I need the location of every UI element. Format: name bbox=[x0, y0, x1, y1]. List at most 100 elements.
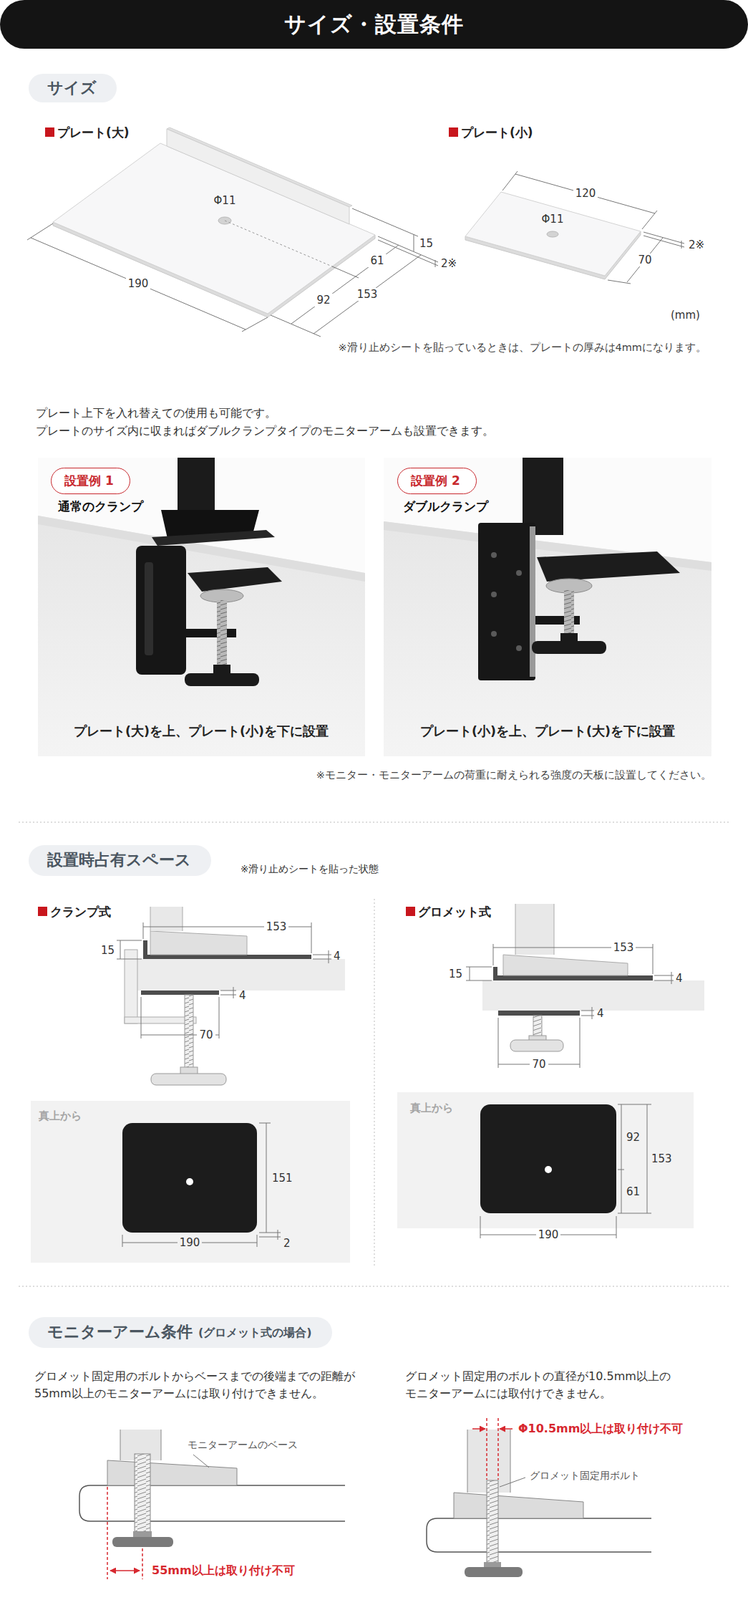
label-holder: グロメット固定用のボルトからベースまでの後端までの距離が 55mm以上のモニター… bbox=[34, 1367, 358, 1402]
dimension-label: 190 bbox=[536, 1227, 562, 1241]
dimension-line bbox=[220, 994, 237, 995]
top-view-clamp bbox=[186, 1177, 194, 1185]
label-holder: モニターアームのベース bbox=[187, 1438, 298, 1451]
view-label: 真上から bbox=[410, 1100, 454, 1115]
clamp-section bbox=[124, 906, 346, 1085]
clamp-photo bbox=[177, 457, 215, 515]
part-name: プレート(小) bbox=[460, 125, 534, 140]
clamp-section bbox=[137, 958, 346, 990]
double-clamp-photo bbox=[531, 640, 607, 654]
dimension-label: 15 bbox=[419, 236, 434, 250]
clamp-section bbox=[141, 989, 220, 995]
dimension-line bbox=[116, 921, 332, 1038]
grommet-section bbox=[493, 966, 498, 980]
bullet-square bbox=[448, 127, 459, 137]
note-text: ※滑り止めシートを貼った状態 bbox=[240, 862, 379, 874]
dimension-line bbox=[313, 254, 421, 334]
grommet-bolt-illustration bbox=[472, 1427, 486, 1429]
label-holder: プレート(小) bbox=[460, 125, 534, 140]
dimension-label: 153 bbox=[355, 287, 381, 301]
label-holder: 15 bbox=[100, 943, 115, 957]
section-pill: サイズ bbox=[28, 73, 117, 103]
dimension-label: Φ11 bbox=[541, 212, 565, 226]
view-label: 真上から bbox=[38, 1108, 82, 1123]
small-plate bbox=[465, 191, 641, 276]
grommet-section bbox=[510, 1039, 564, 1051]
label-holder: プレート上下を入れ替えての使用も可能です。 bbox=[35, 405, 277, 420]
dimension-line bbox=[143, 921, 144, 939]
clamp-section bbox=[184, 994, 194, 1068]
dimension-line bbox=[219, 996, 220, 1038]
double-clamp-photo bbox=[491, 551, 497, 558]
arm-base-illustration bbox=[79, 1484, 346, 1521]
dimension-line bbox=[122, 1122, 281, 1247]
top-view-grommet bbox=[544, 1165, 552, 1173]
label-holder: 61 bbox=[626, 1184, 640, 1198]
label-holder: 92 bbox=[626, 1130, 640, 1144]
grommet-section bbox=[533, 1014, 542, 1037]
warning-label: Φ10.5mm以上は取り付け不可 bbox=[518, 1420, 683, 1435]
dimension-line bbox=[465, 979, 492, 981]
body-text: グロメット固定用のボルトからベースまでの後端までの距離が 55mm以上のモニター… bbox=[34, 1367, 358, 1402]
part-name: プレート(大) bbox=[57, 125, 130, 140]
dimension-line bbox=[621, 1103, 623, 1213]
double-clamp-photo bbox=[383, 457, 712, 756]
section-heading: (グロメット式の場合) bbox=[198, 1324, 313, 1339]
label-holder: 4 bbox=[675, 971, 683, 985]
dimension-label: 70 bbox=[529, 1057, 548, 1071]
label-holder: 92 bbox=[314, 293, 333, 307]
dimension-line bbox=[502, 171, 685, 284]
dimension-line bbox=[116, 939, 142, 941]
dimension-label: 2※ bbox=[688, 238, 705, 252]
grommet-bolt-illustration bbox=[499, 1476, 526, 1486]
dimension-label: 153 bbox=[651, 1151, 673, 1165]
arm-base-illustration bbox=[107, 1459, 237, 1485]
section-heading: サイズ bbox=[47, 78, 97, 98]
arm-base-illustration bbox=[112, 1536, 174, 1547]
dimension-line bbox=[141, 996, 142, 1038]
label-holder: 70 bbox=[529, 1057, 548, 1071]
example-tag-text: 設置例 1 bbox=[64, 473, 114, 488]
double-clamp-photo bbox=[529, 526, 536, 677]
label-holder: プレート(大) bbox=[57, 125, 130, 140]
dimension-line bbox=[671, 971, 673, 984]
dimension-line bbox=[469, 966, 471, 980]
large-plate bbox=[166, 127, 353, 207]
label-holder: プレートのサイズ内に収まればダブルクランプタイプのモニターアームも設置できます。 bbox=[35, 423, 494, 438]
large-plate bbox=[52, 143, 376, 314]
example-caption: プレート(小)を上、プレート(大)を下に設置 bbox=[420, 723, 675, 740]
dimension-line bbox=[241, 317, 268, 332]
dimension-line bbox=[27, 208, 439, 337]
text-holder: 通常のクランプ bbox=[57, 498, 144, 514]
dimension-label: 15 bbox=[448, 967, 463, 980]
dimension-label: 120 bbox=[573, 186, 599, 200]
section-heading: モニターアーム条件 bbox=[47, 1322, 193, 1341]
label-holder: 2※ bbox=[440, 256, 457, 270]
label-holder: 153 bbox=[651, 1151, 673, 1165]
label-holder: 2 bbox=[283, 1236, 291, 1250]
large-plate bbox=[52, 127, 376, 318]
double-clamp-photo bbox=[478, 522, 536, 680]
small-plate bbox=[546, 231, 559, 237]
top-view-grommet bbox=[480, 1103, 617, 1213]
label-holder: 190 bbox=[536, 1227, 562, 1241]
dimension-line bbox=[328, 949, 330, 963]
subsection-heading: グロメット式 bbox=[418, 904, 492, 919]
small-plate bbox=[465, 191, 641, 280]
note-text: ※モニター・モニターアームの荷重に耐えられる強度の天板に設置してください。 bbox=[316, 768, 712, 781]
dimension-line bbox=[27, 223, 53, 240]
label-holder: 55mm以上は取り付け不可 bbox=[151, 1562, 295, 1577]
grommet-bolt-illustration bbox=[499, 1427, 513, 1429]
dimension-line bbox=[233, 986, 235, 998]
dimension-label: 151 bbox=[272, 1171, 293, 1184]
dimension-line bbox=[480, 1215, 482, 1238]
dimension-line bbox=[352, 208, 419, 237]
label-holder: ※滑り止めシートを貼った状態 bbox=[240, 862, 379, 874]
clamp-photo bbox=[184, 672, 260, 686]
dimension-line bbox=[627, 237, 663, 283]
section-pill: 設置時占有スペース bbox=[28, 844, 212, 876]
arm-base-illustration bbox=[79, 1428, 346, 1579]
label-holder: 190 bbox=[125, 277, 152, 290]
callout-label: モニターアームのベース bbox=[187, 1438, 298, 1451]
